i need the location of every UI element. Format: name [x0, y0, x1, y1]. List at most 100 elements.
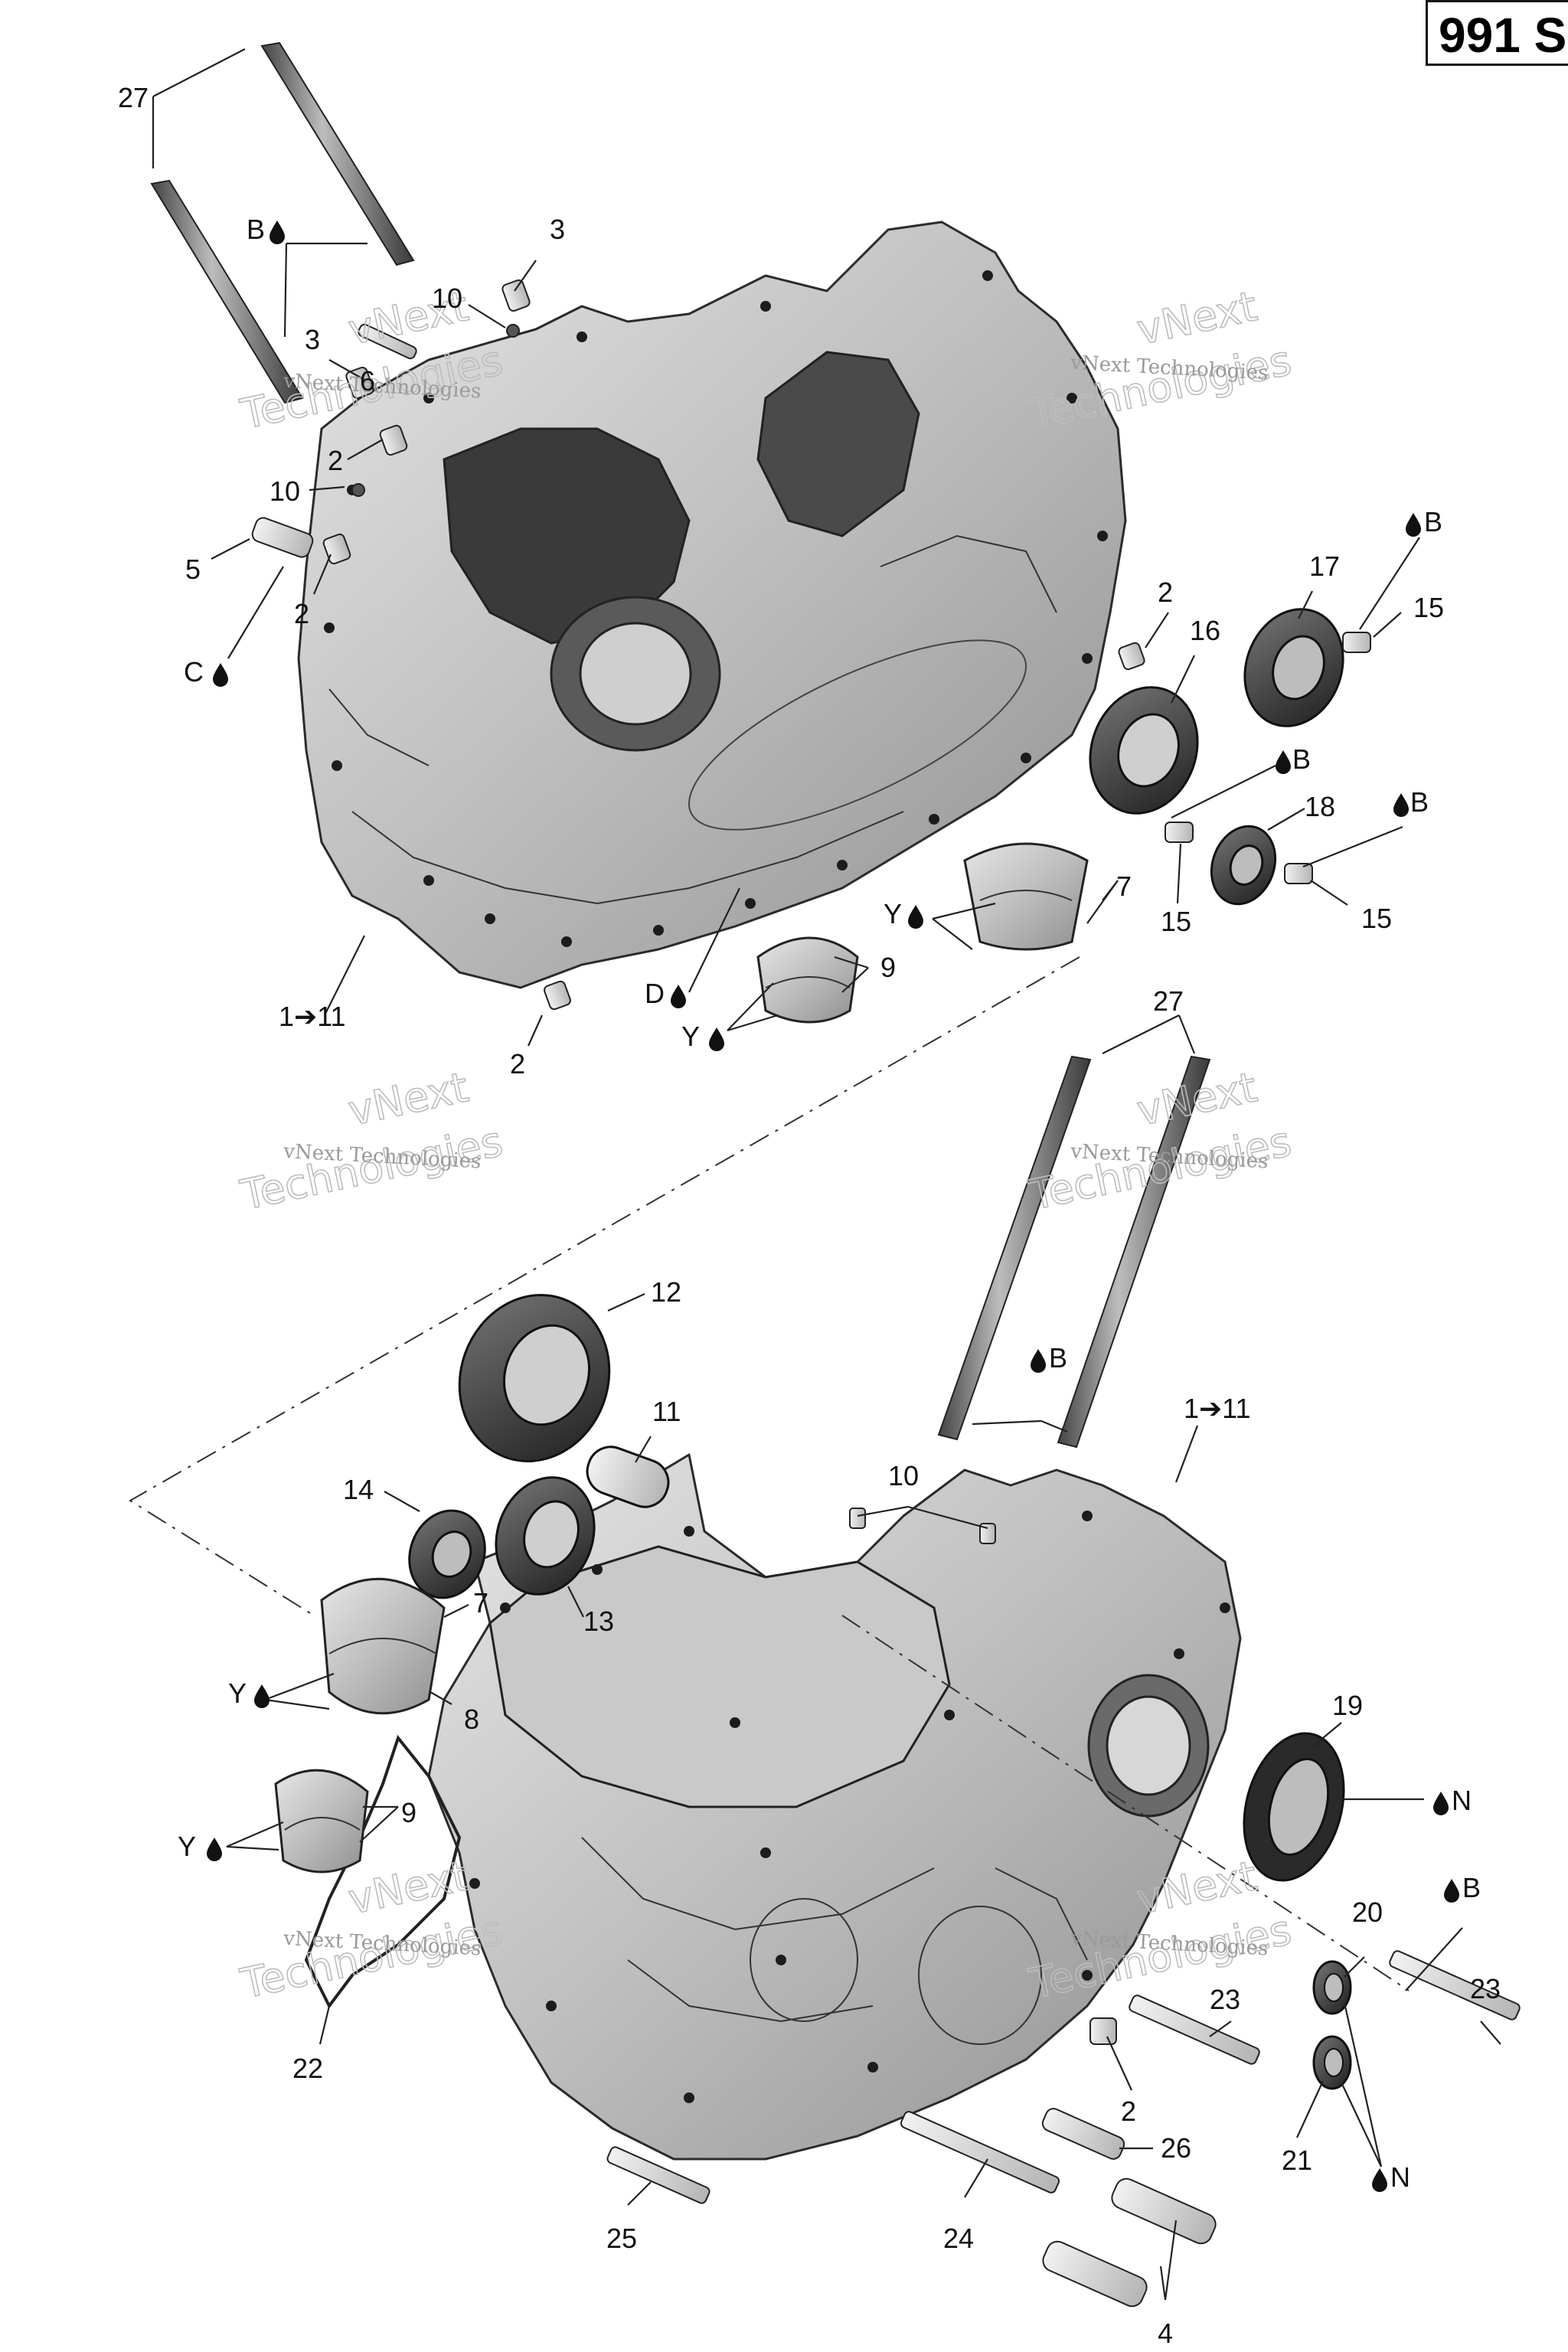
drop-icon: [1372, 2168, 1387, 2192]
callout-labels: 27 B 3 10 3 6 2 10 5 2 C 2 17 B 15 16 B …: [118, 82, 1501, 2349]
drop-icon: [1031, 1349, 1046, 1373]
bolts-lower: [606, 1508, 1521, 2308]
part-code-box: 991 S: [1426, 0, 1568, 66]
drop-icon: [207, 1838, 222, 1861]
callout-23: 23: [1210, 1984, 1240, 2015]
callout-18: 18: [1305, 791, 1335, 822]
callout-9: 9: [401, 1797, 416, 1828]
bearing-16: [1089, 686, 1199, 815]
drop-icon: [671, 985, 686, 1008]
leader-lines: [152, 48, 1501, 2301]
callout-10: 10: [432, 283, 462, 314]
drop-icon: [1276, 750, 1291, 774]
bearing-17: [1243, 608, 1344, 727]
callout-27: 27: [118, 82, 149, 113]
drop-icon: [1406, 513, 1421, 537]
long-stud-27-lower: [937, 1055, 1211, 1449]
half-shell-9-lower: [274, 1769, 369, 1873]
part-code: 991 S: [1439, 8, 1567, 63]
callout-12: 12: [651, 1276, 681, 1308]
callout-14: 14: [343, 1474, 374, 1505]
callout-2: 2: [294, 598, 309, 629]
watermark-bottom-left: vNext Technologies vNext Technologies: [236, 1851, 508, 2008]
watermark-line1: vNext: [1133, 282, 1261, 354]
callout-b: B: [1462, 1872, 1481, 1903]
bushing-20: [1312, 1960, 1352, 2015]
bushing-21: [1312, 2035, 1352, 2090]
watermark-line1: vNext: [345, 1851, 472, 1923]
callout-5: 5: [185, 554, 201, 585]
callout-11: 11: [652, 1396, 681, 1427]
callout-7: 7: [1116, 871, 1132, 902]
callout-10: 10: [270, 475, 300, 507]
callout-y: Y: [884, 898, 902, 929]
callout-4: 4: [1158, 2318, 1173, 2349]
callout-19: 19: [1332, 1690, 1363, 1721]
alignment-lines: [129, 956, 1410, 1991]
callout-13: 13: [583, 1606, 614, 1637]
bearing-14: [408, 1509, 486, 1599]
callout-n: N: [1452, 1785, 1472, 1816]
callout-1-to-11: 1➔11: [279, 1001, 346, 1032]
callout-8: 8: [464, 1704, 479, 1735]
callout-9: 9: [880, 952, 896, 983]
callout-17: 17: [1309, 550, 1340, 582]
sleeve-11: [586, 1446, 670, 1508]
callout-26: 26: [1161, 2132, 1191, 2164]
watermark-line1: vNext: [345, 1063, 472, 1135]
callout-21: 21: [1282, 2145, 1312, 2176]
callout-25: 25: [606, 2223, 637, 2254]
callout-27: 27: [1153, 985, 1184, 1017]
half-shell-9-upper: [756, 936, 859, 1024]
bearing-12: [458, 1294, 611, 1462]
half-shell-7-upper: [963, 842, 1089, 951]
drop-icon: [1393, 793, 1409, 817]
callout-15: 15: [1413, 592, 1444, 623]
callout-3: 3: [305, 324, 320, 355]
callout-10: 10: [888, 1460, 919, 1491]
dowels-upper: [251, 279, 1145, 1011]
drop-icon: [254, 1684, 270, 1708]
drop-icon: [1444, 1879, 1459, 1903]
bearing-13: [495, 1476, 596, 1596]
callout-3: 3: [550, 214, 565, 245]
bearing-18: [1210, 825, 1277, 906]
upper-crankcase-half: [297, 220, 1127, 989]
callout-y: Y: [228, 1677, 247, 1709]
seal-19: [1243, 1732, 1345, 1882]
watermark-mid-left: vNext Technologies vNext Technologies: [236, 1062, 508, 1220]
drop-icon: [1433, 1792, 1449, 1815]
drop-icon: [213, 663, 228, 687]
callout-2: 2: [510, 1048, 525, 1080]
half-shell-7-lower: [320, 1577, 446, 1715]
callout-b: B: [1410, 786, 1429, 818]
callout-23: 23: [1470, 1973, 1501, 2004]
callout-b: B: [1424, 506, 1442, 537]
callout-1-to-11: 1➔11: [1184, 1393, 1251, 1424]
callout-16: 16: [1190, 615, 1220, 646]
callout-b: B: [1292, 743, 1311, 775]
drop-icon: [908, 905, 923, 929]
callout-15: 15: [1361, 903, 1392, 934]
callout-c: C: [184, 656, 204, 688]
callout-2: 2: [328, 445, 343, 476]
callout-7: 7: [473, 1587, 488, 1619]
long-stud-27-upper: [150, 41, 415, 404]
callout-2: 2: [1158, 577, 1173, 608]
watermark-line1: vNext: [1133, 1063, 1261, 1135]
callout-b: B: [247, 214, 265, 245]
callout-y: Y: [681, 1021, 700, 1052]
lower-crankcase-half: [427, 1453, 1242, 2161]
callout-d: D: [645, 978, 665, 1009]
callout-20: 20: [1352, 1896, 1383, 1928]
callout-15: 15: [1161, 906, 1191, 937]
callout-y: Y: [178, 1831, 196, 1862]
callout-n: N: [1390, 2161, 1410, 2193]
callout-24: 24: [943, 2223, 974, 2254]
drop-icon: [709, 1027, 724, 1051]
callout-b: B: [1049, 1342, 1067, 1374]
screws-15: [1165, 632, 1371, 884]
callout-6: 6: [360, 365, 375, 397]
drop-icon: [270, 220, 285, 244]
